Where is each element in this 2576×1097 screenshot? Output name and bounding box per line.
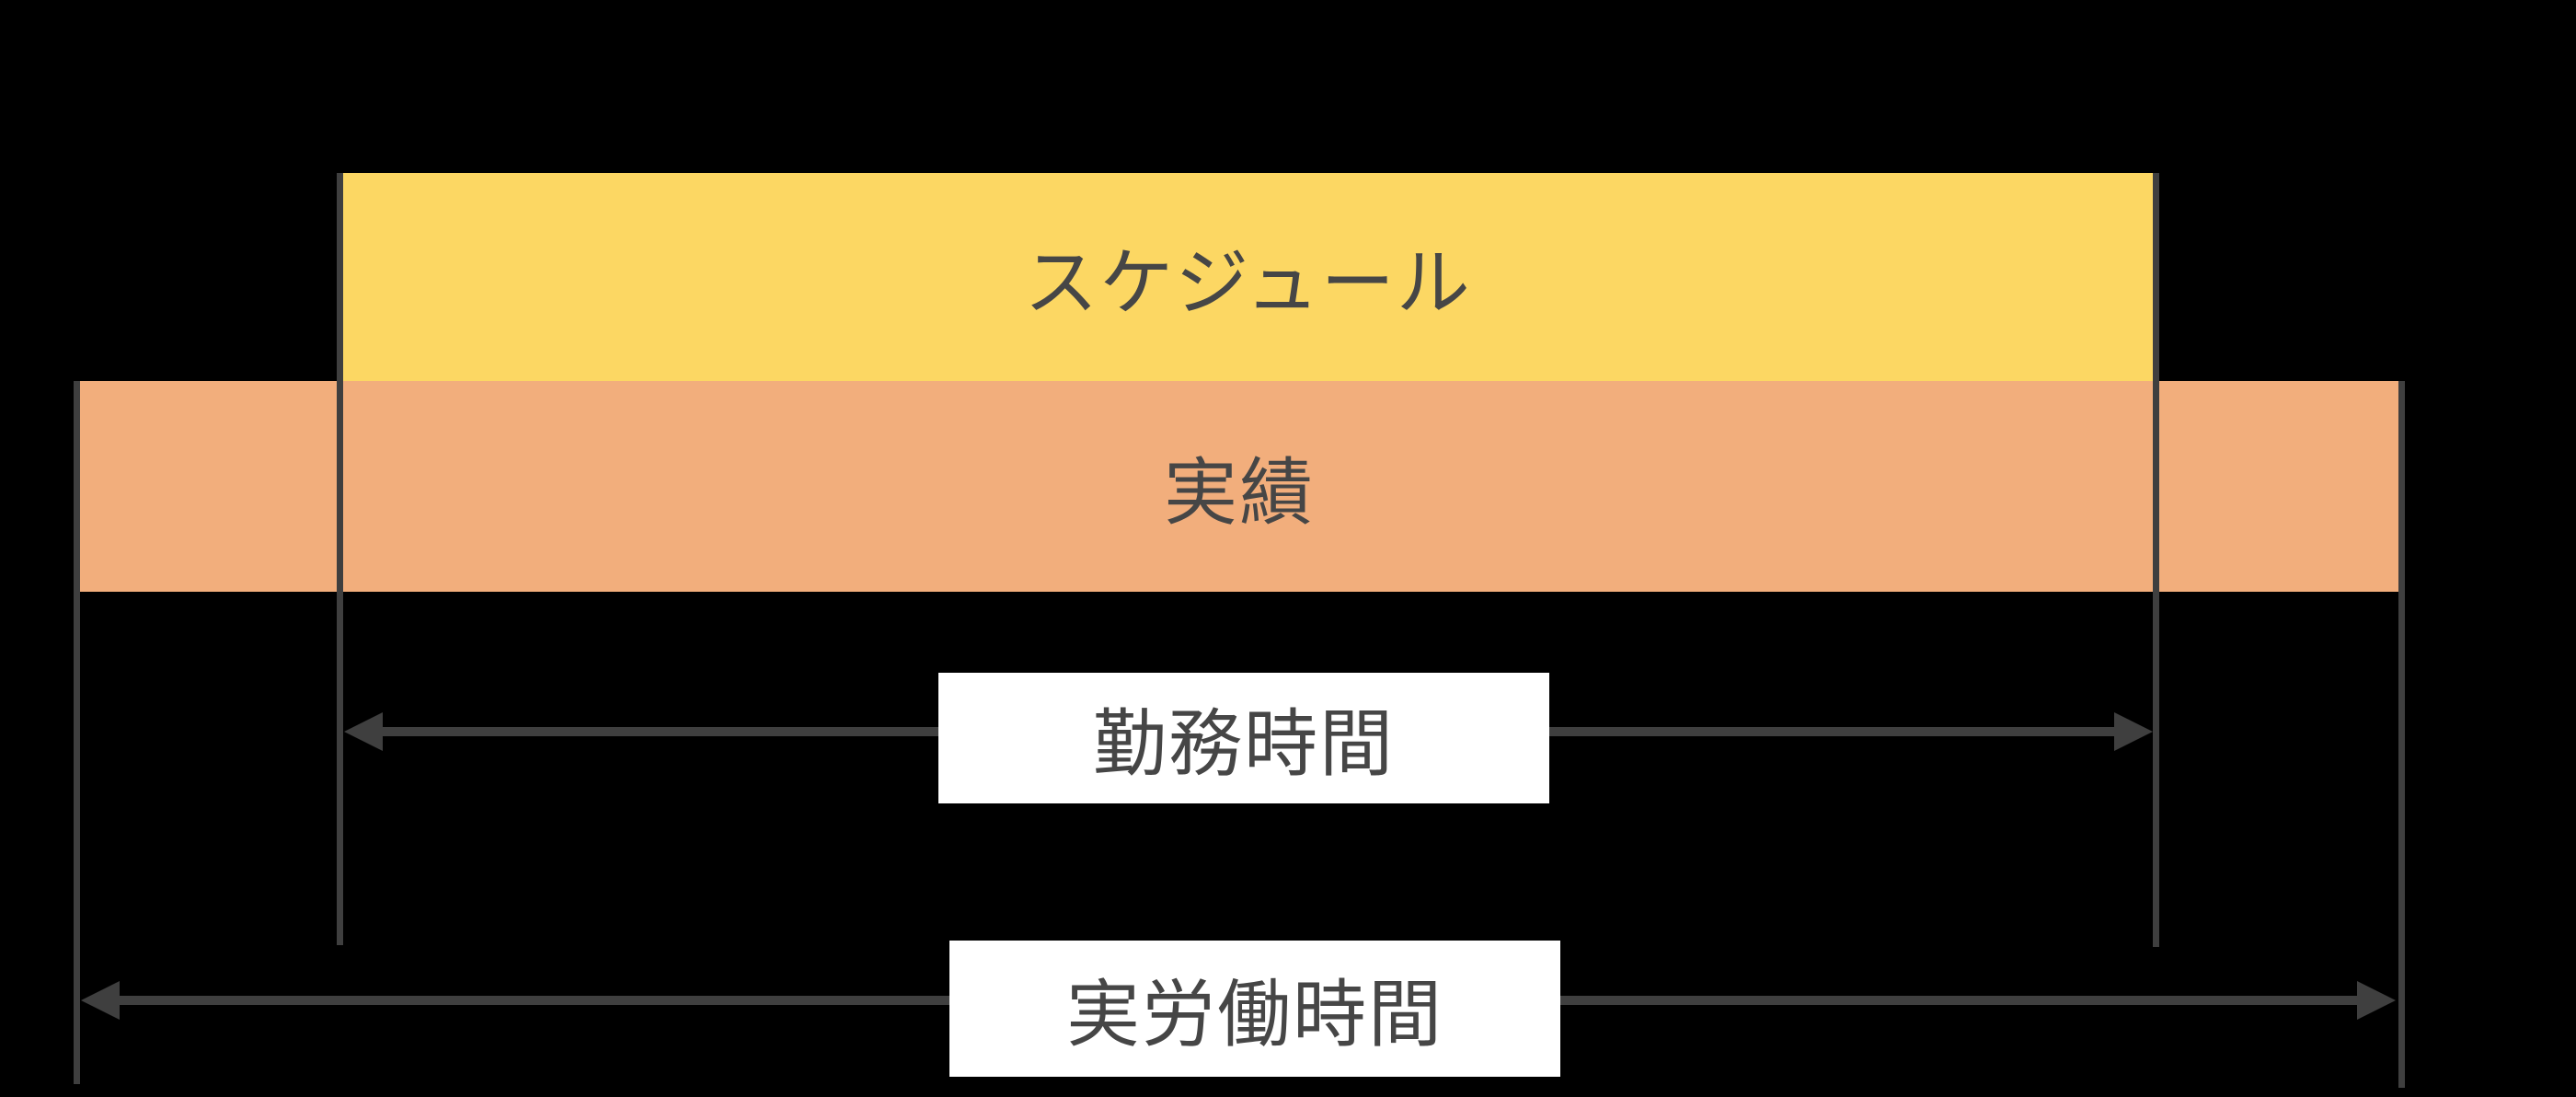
actual-work-hours-label: 実労働時間 (1066, 974, 1443, 1056)
actual-work-hours-arrowhead-right-icon (2357, 981, 2396, 1020)
actual-work-hours-arrowhead-left-icon (81, 981, 120, 1020)
actual-work-hours-label-box: 実労働時間 (949, 941, 1560, 1077)
work-hours-arrowhead-right-icon (2114, 712, 2153, 751)
work-hours-label: 勤務時間 (1093, 703, 1395, 785)
actual-work-hours-start-line (74, 381, 80, 1084)
actual-work-hours-end-line (2398, 381, 2405, 1088)
work-hours-arrowhead-left-icon (344, 712, 383, 751)
work-hours-label-box: 勤務時間 (938, 673, 1549, 803)
schedule-bar: スケジュール (340, 173, 2156, 381)
actual-bar: 実績 (77, 381, 2401, 592)
schedule-bar-label: スケジュール (1024, 242, 1472, 324)
work-hours-end-line (2153, 173, 2159, 947)
actual-bar-label: 実績 (1164, 451, 1315, 534)
work-hours-start-line (337, 173, 343, 945)
